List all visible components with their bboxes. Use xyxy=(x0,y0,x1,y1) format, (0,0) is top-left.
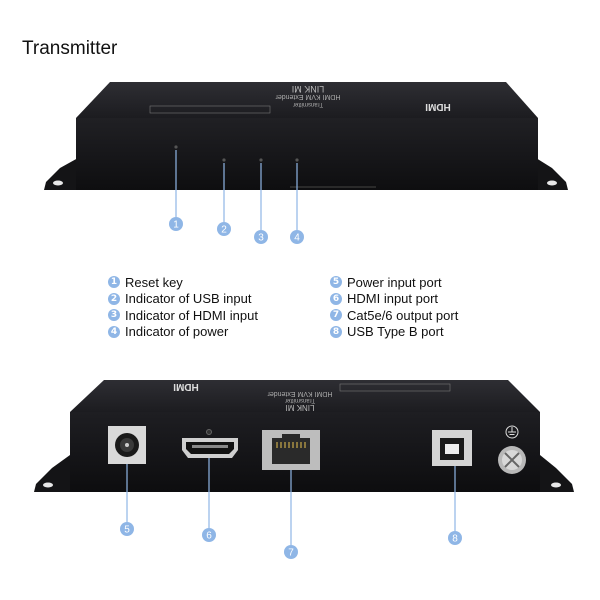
cat5e-6-output-port xyxy=(262,430,320,470)
callout-8: 8 xyxy=(448,531,462,545)
legend-badge: 6 xyxy=(330,292,342,305)
legend-item: 2 Indicator of USB input xyxy=(108,291,258,307)
device-front-face xyxy=(76,118,538,190)
callout-6: 6 xyxy=(202,528,216,542)
legend-label: Power input port xyxy=(347,274,442,290)
legend-item: 1 Reset key xyxy=(108,274,258,290)
mount-hole-right xyxy=(547,180,557,186)
legend-badge: 5 xyxy=(330,276,342,288)
callout-3: 3 xyxy=(254,230,268,244)
port-label-strip xyxy=(149,105,271,114)
power-indicator-led xyxy=(295,158,299,162)
svg-text:3: 3 xyxy=(258,233,264,244)
legend-item: 4 Indicator of power xyxy=(108,324,258,340)
legend-item: 7 Cat5e/6 output port xyxy=(330,307,458,323)
legend-item: 5 Power input port xyxy=(330,274,458,290)
svg-text:6: 6 xyxy=(206,531,212,542)
svg-text:7: 7 xyxy=(288,548,294,559)
legend-badge: 8 xyxy=(330,325,342,338)
transmitter-front-view: LINK MI HDMI KVM Extender Transmitter HD… xyxy=(44,82,568,244)
device-top-face xyxy=(70,380,540,412)
brand-label: LINK MI xyxy=(286,403,315,412)
transmitter-rear-view: HDMI HDMI KVM Extender Transmitter LINK … xyxy=(34,380,574,559)
device-top-face xyxy=(76,82,538,118)
callout-2: 2 xyxy=(217,222,231,236)
callout-4: 4 xyxy=(290,230,304,244)
svg-text:8: 8 xyxy=(452,534,458,545)
svg-text:5: 5 xyxy=(124,525,130,536)
mount-flange-left xyxy=(44,158,80,190)
legend-badge: 4 xyxy=(108,325,120,338)
ground-symbol-icon xyxy=(505,425,519,439)
svg-text:1: 1 xyxy=(173,220,179,231)
hdmi-input-port xyxy=(182,429,238,458)
callout-1: 1 xyxy=(169,217,183,231)
legend-label: Indicator of HDMI input xyxy=(125,307,258,323)
callout-7: 7 xyxy=(284,545,298,559)
callout-5: 5 xyxy=(120,522,134,536)
legend-right: 5 Power input port 6 HDMI input port 7 Cat5… xyxy=(330,274,458,340)
brand-label: LINK MI xyxy=(292,84,325,94)
hdmi-logo: HDMI xyxy=(173,381,199,392)
usb-type-b-port xyxy=(432,430,472,466)
legend-item: 3 Indicator of HDMI input xyxy=(108,307,258,323)
legend-label: USB Type B port xyxy=(347,324,444,339)
legend-badge: 3 xyxy=(108,309,120,321)
legend-badge: 1 xyxy=(108,276,120,288)
usb-indicator-led xyxy=(222,158,226,162)
mount-flange-right xyxy=(540,455,574,492)
legend-item: 8 USB Type B port xyxy=(330,324,458,340)
model-label: HDMI KVM Extender xyxy=(275,93,341,100)
hdmi-indicator-led xyxy=(259,158,263,162)
legend-label: Indicator of power xyxy=(125,324,229,339)
mount-hole-left xyxy=(53,180,63,186)
svg-text:2: 2 xyxy=(221,225,227,236)
legend-label: HDMI input port xyxy=(347,291,439,306)
model-label: HDMI KVM Extender xyxy=(267,390,333,397)
svg-text:4: 4 xyxy=(294,233,300,244)
legend-badge: 2 xyxy=(108,292,120,305)
mount-hole-left xyxy=(43,482,53,488)
legend-badge: 7 xyxy=(330,309,342,321)
screw-icon xyxy=(498,446,526,474)
legend-label: Reset key xyxy=(125,274,183,290)
page-title: Transmitter xyxy=(22,38,118,59)
role-label: Transmitter xyxy=(293,101,323,107)
mount-flange-right xyxy=(536,158,568,190)
mount-hole-right xyxy=(551,482,561,488)
role-label: Transmitter xyxy=(285,397,315,403)
hdmi-logo: HDMI xyxy=(425,101,451,112)
legend-label: Indicator of USB input xyxy=(125,291,252,306)
power-input-port xyxy=(108,426,146,464)
mount-flange-left xyxy=(34,455,70,492)
reset-key-hole xyxy=(174,145,178,149)
legend-label: Cat5e/6 output port xyxy=(347,307,459,323)
legend-item: 6 HDMI input port xyxy=(330,291,458,307)
port-label-strip xyxy=(339,383,451,392)
